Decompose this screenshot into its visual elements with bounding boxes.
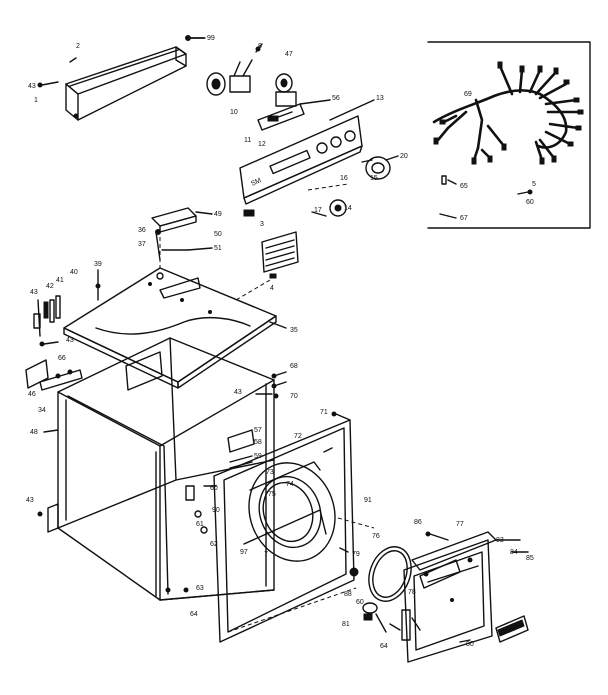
callout-59: 59 xyxy=(254,453,262,460)
svg-text:SM: SM xyxy=(250,177,263,188)
door-switch-bracket xyxy=(152,208,196,260)
callout-62: 62 xyxy=(210,541,218,548)
callout-7: 7 xyxy=(264,551,268,558)
callout-51: 51 xyxy=(214,245,222,252)
callout-77: 77 xyxy=(456,521,464,528)
callout-14: 14 xyxy=(344,205,352,212)
callout-49: 49 xyxy=(214,211,222,218)
callout-16: 16 xyxy=(340,175,348,182)
callout-85: 85 xyxy=(526,555,534,562)
callout-17: 17 xyxy=(314,207,322,214)
side-clips xyxy=(34,296,60,346)
front-bracket xyxy=(26,360,82,390)
screw xyxy=(244,210,254,216)
console-back-panel xyxy=(38,36,205,121)
callout-91: 91 xyxy=(364,497,372,504)
callout-76: 76 xyxy=(372,533,380,540)
callout-8: 8 xyxy=(258,43,262,50)
callout-74: 74 xyxy=(286,481,294,488)
cabinet-body xyxy=(38,338,286,600)
top-cover-panel xyxy=(64,230,276,388)
callout-61: 61 xyxy=(196,521,204,528)
callout-12: 12 xyxy=(258,141,266,148)
callout-72: 72 xyxy=(294,433,302,440)
callout-63: 63 xyxy=(196,585,204,592)
callout-64-left: 64 xyxy=(190,611,198,618)
callout-84: 84 xyxy=(510,549,518,556)
callout-43-mid: 43 xyxy=(66,337,74,344)
callout-50: 50 xyxy=(214,231,222,238)
callout-71: 71 xyxy=(320,409,328,416)
callout-58: 58 xyxy=(254,439,262,446)
callout-13: 13 xyxy=(376,95,384,102)
callout-4: 4 xyxy=(270,285,274,292)
callout-86: 86 xyxy=(414,519,422,526)
callout-leader-lines xyxy=(44,38,528,642)
callout-34: 34 xyxy=(38,407,46,414)
callout-90: 90 xyxy=(212,507,220,514)
callout-2: 2 xyxy=(76,43,80,50)
callout-10: 10 xyxy=(230,109,238,116)
thermostat-panel xyxy=(262,232,298,278)
callout-47: 47 xyxy=(285,51,293,58)
control-console: SM xyxy=(240,116,362,204)
callout-83: 83 xyxy=(496,537,504,544)
callout-40: 40 xyxy=(70,269,78,276)
callout-78: 78 xyxy=(408,589,416,596)
callout-5: 5 xyxy=(532,181,536,188)
callout-60-door: 60 xyxy=(356,599,364,606)
callout-69: 69 xyxy=(464,91,472,98)
callout-15: 15 xyxy=(370,175,378,182)
callout-81: 81 xyxy=(342,621,350,628)
callout-56: 56 xyxy=(332,95,340,102)
door-assembly xyxy=(363,532,528,662)
callout-11: 11 xyxy=(244,137,251,144)
callout-3: 3 xyxy=(260,221,264,228)
callout-39: 39 xyxy=(94,261,102,268)
callout-46: 46 xyxy=(28,391,36,398)
callout-97: 97 xyxy=(240,549,248,556)
callout-1: 1 xyxy=(34,97,38,104)
control-knobs xyxy=(308,157,390,216)
callout-68: 68 xyxy=(290,363,298,370)
callout-79: 79 xyxy=(352,551,360,558)
callout-43-bottom: 43 xyxy=(26,497,34,504)
callout-88: 88 xyxy=(344,591,352,598)
callout-64-door: 64 xyxy=(380,643,388,650)
callout-60-mid: 60 xyxy=(210,485,218,492)
callout-35: 35 xyxy=(290,327,298,334)
callout-67: 67 xyxy=(460,215,468,222)
callout-20: 20 xyxy=(400,153,408,160)
callout-65: 65 xyxy=(460,183,468,190)
callout-99: 99 xyxy=(207,35,215,42)
callout-36: 36 xyxy=(138,227,146,234)
callout-73: 73 xyxy=(266,469,274,476)
callout-41: 41 xyxy=(56,277,64,284)
callout-37: 37 xyxy=(138,241,146,248)
callout-60-top: 60 xyxy=(526,199,534,206)
callout-48: 48 xyxy=(30,429,38,436)
callout-66: 66 xyxy=(58,355,66,362)
callout-43-right: 43 xyxy=(234,389,242,396)
callout-75: 75 xyxy=(268,491,276,498)
timer-switch-assembly xyxy=(207,44,330,130)
callout-labels: 2 99 43 1 8 47 10 56 13 11 12 20 16 15 1… xyxy=(26,35,536,650)
callout-43: 43 xyxy=(28,83,36,90)
callout-57: 57 xyxy=(254,427,262,434)
callout-70: 70 xyxy=(290,393,298,400)
door-seal xyxy=(362,541,419,607)
callout-80: 80 xyxy=(466,641,474,648)
callout-42: 42 xyxy=(46,283,54,290)
front-panel xyxy=(214,412,374,642)
callout-43-left: 43 xyxy=(30,289,38,296)
wiring-harness xyxy=(428,42,590,228)
